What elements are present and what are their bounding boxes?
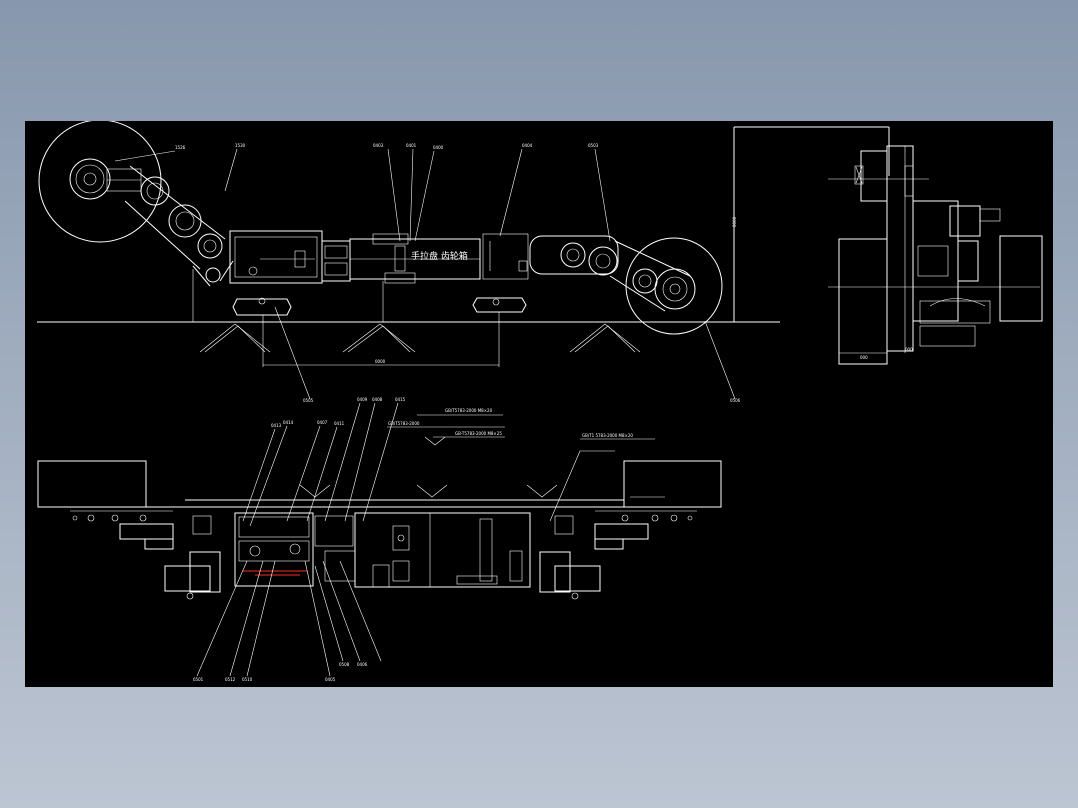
plan-notes: GB/T5783-2000 M8×20 GB/T5783-2000 GB-T57…: [387, 408, 655, 452]
left-flipper-circle: [38, 121, 162, 243]
right-flipper-circle: [625, 237, 723, 335]
svg-text:0501: 0501: [193, 677, 204, 682]
svg-text:0413: 0413: [271, 423, 282, 428]
svg-text:0406: 0406: [357, 662, 368, 667]
svg-text:0415: 0415: [395, 397, 406, 402]
ground-hatch-1: [199, 323, 271, 353]
plan-callouts-top: 0413 0414 0407 0411 0409 0408 0415: [242, 397, 581, 527]
left-pivot-joint: [205, 267, 221, 283]
track-shoe-right: [472, 297, 527, 313]
svg-text:0411: 0411: [334, 421, 345, 426]
svg-text:1526: 1526: [175, 145, 186, 150]
svg-text:0404: 0404: [522, 143, 533, 148]
svg-text:0512: 0512: [225, 677, 236, 682]
track-shoe-left: [232, 297, 292, 316]
svg-text:1530: 1530: [235, 143, 246, 148]
ground-hatch-2: [342, 323, 416, 353]
plan-gearbox: [234, 512, 356, 587]
cad-drawing-canvas[interactable]: 手拉盘 齿轮箱 0000: [25, 121, 1053, 687]
side-view: 手拉盘 齿轮箱 0000: [37, 121, 890, 403]
svg-text:0400: 0400: [433, 145, 444, 150]
svg-text:0000: 0000: [375, 359, 386, 364]
svg-text:000: 000: [860, 355, 868, 360]
left-wheel: [69, 158, 111, 200]
svg-text:0407: 0407: [317, 420, 328, 425]
left-end-block: [37, 460, 147, 508]
svg-text:0409: 0409: [357, 397, 368, 402]
svg-text:0403: 0403: [373, 143, 384, 148]
svg-text:0000: 0000: [732, 216, 737, 227]
right-end-block: [623, 460, 722, 508]
drive-shaft-assembly: [349, 233, 529, 322]
svg-text:0503: 0503: [588, 143, 599, 148]
svg-text:0508: 0508: [339, 662, 350, 667]
left-flipper-arm: [124, 165, 234, 322]
right-flipper-arm: [529, 235, 691, 312]
gearbox-chinese-label: 手拉盘 齿轮箱: [411, 250, 468, 262]
plan-callouts-bottom: 0501 0512 0510 0405 0508 0406: [193, 560, 382, 682]
ground-hatch-3: [569, 323, 641, 353]
svg-text:GB/T1 5783-2000 M8×20: GB/T1 5783-2000 M8×20: [582, 433, 633, 438]
svg-text:GB-T5783-2000 M8×25: GB-T5783-2000 M8×25: [455, 431, 502, 436]
svg-text:000: 000: [905, 347, 913, 352]
section-view: 000 000: [828, 145, 1043, 365]
svg-text:0414: 0414: [283, 420, 294, 425]
side-view-callouts: 1526 1530 0403 0401 0400 0404 0503 0505 …: [114, 143, 741, 403]
right-fixtures: [539, 510, 697, 600]
svg-text:0408: 0408: [372, 397, 383, 402]
svg-text:GB/T5783-2000 M8×20: GB/T5783-2000 M8×20: [445, 408, 493, 413]
svg-text:0510: 0510: [242, 677, 253, 682]
svg-text:GB/T5783-2000: GB/T5783-2000: [388, 421, 420, 426]
svg-text:0506: 0506: [730, 398, 741, 403]
gearbox-housing: [229, 230, 351, 284]
svg-text:0505: 0505: [303, 398, 314, 403]
svg-text:0401: 0401: [406, 143, 417, 148]
svg-text:0405: 0405: [325, 677, 336, 682]
plan-chassis: [354, 512, 531, 588]
left-fixtures: [70, 510, 221, 600]
right-wheel: [654, 268, 696, 310]
plan-view: GB/T5783-2000 M8×20 GB/T5783-2000 GB-T57…: [37, 397, 722, 682]
